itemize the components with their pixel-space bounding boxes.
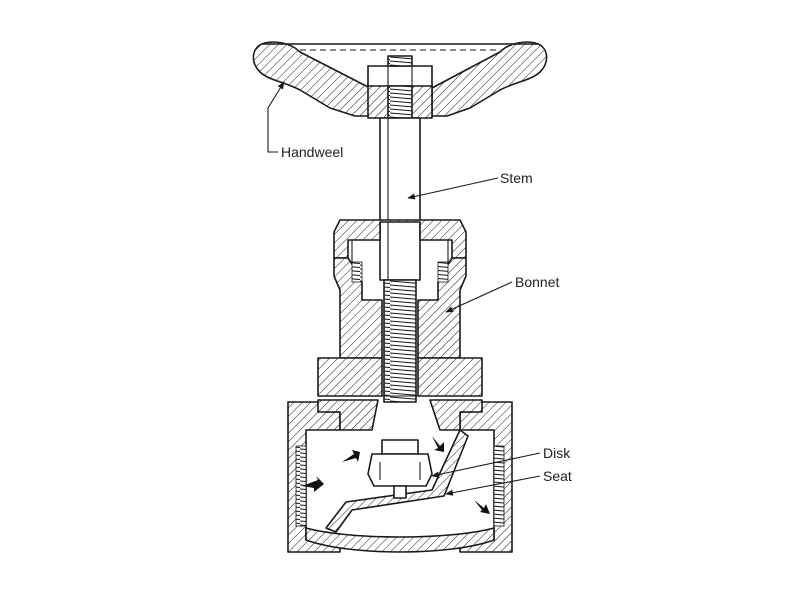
flow-arrow-rising [342, 450, 360, 462]
stem [379, 117, 421, 403]
disk-holder [381, 439, 419, 455]
label-seat: Seat [543, 468, 572, 484]
body-bottom [305, 527, 495, 553]
flow-arrow-outlet [474, 500, 490, 514]
handwheel-leader [267, 81, 285, 153]
stem-shaft [379, 117, 421, 281]
leader-lines [267, 81, 541, 496]
label-disk: Disk [543, 445, 571, 461]
stem-leader [407, 177, 499, 200]
labels: Handweel Stem Bonnet Disk Seat [281, 144, 572, 484]
bonnet-cap [333, 219, 467, 259]
handwheel [252, 41, 548, 119]
flow-arrows [302, 436, 490, 514]
label-bonnet: Bonnet [515, 274, 559, 290]
handwheel-rim-right [431, 41, 548, 117]
stem-tip [387, 55, 413, 67]
label-stem: Stem [500, 170, 533, 186]
stem-nut [367, 65, 433, 87]
seat-leader [445, 475, 541, 496]
bonnet-flange [317, 357, 383, 397]
disk-guide [393, 485, 407, 499]
handwheel-rim [252, 41, 371, 117]
disk-leader [431, 452, 541, 478]
stem-threaded-section [383, 279, 417, 403]
flow-arrow-down [432, 436, 444, 452]
bonnet-leader [445, 281, 513, 313]
seat-partition [325, 429, 469, 533]
disk-body [367, 453, 433, 487]
bonnet [317, 219, 483, 397]
label-handwheel: Handweel [281, 144, 343, 160]
disk [367, 439, 433, 499]
flow-arrow-inlet [302, 476, 324, 492]
valve-body [287, 399, 513, 553]
